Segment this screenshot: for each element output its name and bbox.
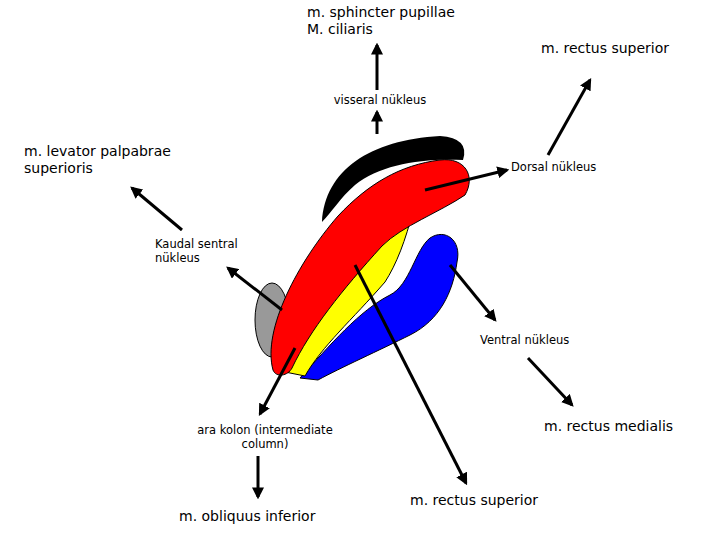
muscle-label: m. rectus medialis	[544, 418, 714, 435]
leader-arrow	[425, 170, 507, 190]
leader-arrow	[450, 265, 495, 320]
leader-arrow	[228, 268, 282, 310]
muscle-label: m. levator palpabrae superioris	[24, 143, 199, 177]
visceral-nucleus-shape	[322, 136, 464, 222]
leader-arrow	[260, 348, 295, 414]
dorsal-nucleus-shape	[271, 160, 469, 375]
leader-arrow	[376, 112, 379, 134]
leader-arrow	[257, 456, 260, 497]
nucleus-label: ara kolon (intermediate column)	[190, 424, 340, 452]
leader-arrows	[132, 45, 590, 497]
nucleus-label: Ventral nükleus	[480, 334, 590, 348]
leader-arrow	[528, 358, 572, 405]
muscle-label: m. rectus superior	[541, 40, 711, 57]
leader-arrow	[355, 265, 466, 483]
nucleus-label: visseral nükleus	[320, 94, 440, 108]
muscle-label: m. obliquus inferior	[179, 508, 354, 525]
muscle-label: m. rectus superior	[410, 492, 580, 509]
leader-arrow	[376, 45, 379, 90]
leader-arrow	[548, 80, 590, 155]
muscle-label: m. sphincter pupillae M. ciliaris	[307, 4, 472, 38]
nucleus-label: Dorsal nükleus	[511, 161, 621, 175]
leader-arrow	[132, 188, 182, 230]
nucleus-label: Kaudal sentral nükleus	[155, 238, 250, 266]
